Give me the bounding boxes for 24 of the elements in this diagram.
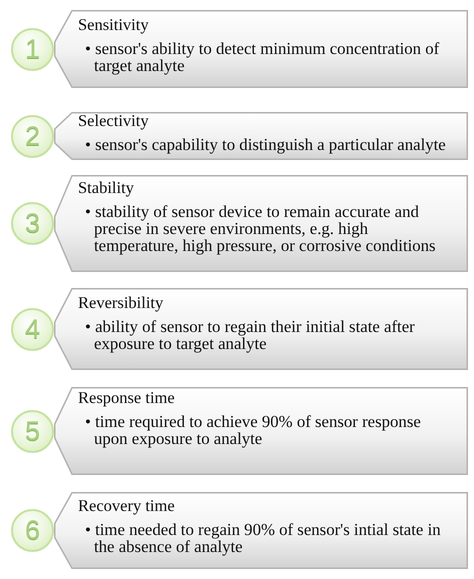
criterion-panel bbox=[54, 10, 468, 88]
criterion-description: • sensor's capability to distinguish a particular analyte bbox=[85, 136, 447, 153]
step-number-circle: 6 bbox=[11, 509, 54, 552]
criterion-description: • stability of sensor device to remain accurate and precise in severe environments, e.g. high temperature, high pressure, or corrosive conditions bbox=[85, 203, 437, 254]
criterion-heading: Selectivity bbox=[78, 112, 150, 130]
criterion-panel bbox=[54, 175, 468, 272]
criterion-description: • sensor's ability to detect minimum concentration of target analyte bbox=[85, 40, 440, 74]
criterion-description: • time required to achieve 90% of sensor response upon exposure to analyte bbox=[85, 413, 422, 447]
step-number-circle: 3 bbox=[11, 202, 54, 245]
step-number-circle: 1 bbox=[11, 28, 54, 71]
criterion-heading: Response time bbox=[78, 389, 176, 407]
criterion-panel bbox=[54, 387, 468, 475]
criterion-panel bbox=[54, 112, 468, 160]
criterion-heading: Sensitivity bbox=[78, 16, 150, 34]
criterion-heading: Recovery time bbox=[78, 497, 176, 515]
criterion-heading: Reversibility bbox=[78, 294, 164, 312]
criterion-description: • time needed to regain 90% of sensor's intial state in the absence of analyte bbox=[85, 521, 442, 555]
step-number-circle: 4 bbox=[11, 308, 54, 351]
step-number-circle: 2 bbox=[11, 115, 54, 158]
step-number-circle: 5 bbox=[11, 410, 54, 453]
criterion-panel bbox=[54, 288, 468, 370]
criterion-panel bbox=[54, 492, 468, 569]
criterion-description: • ability of sensor to regain their initial state after exposure to target analyte bbox=[85, 318, 416, 352]
criterion-heading: Stability bbox=[78, 179, 135, 197]
